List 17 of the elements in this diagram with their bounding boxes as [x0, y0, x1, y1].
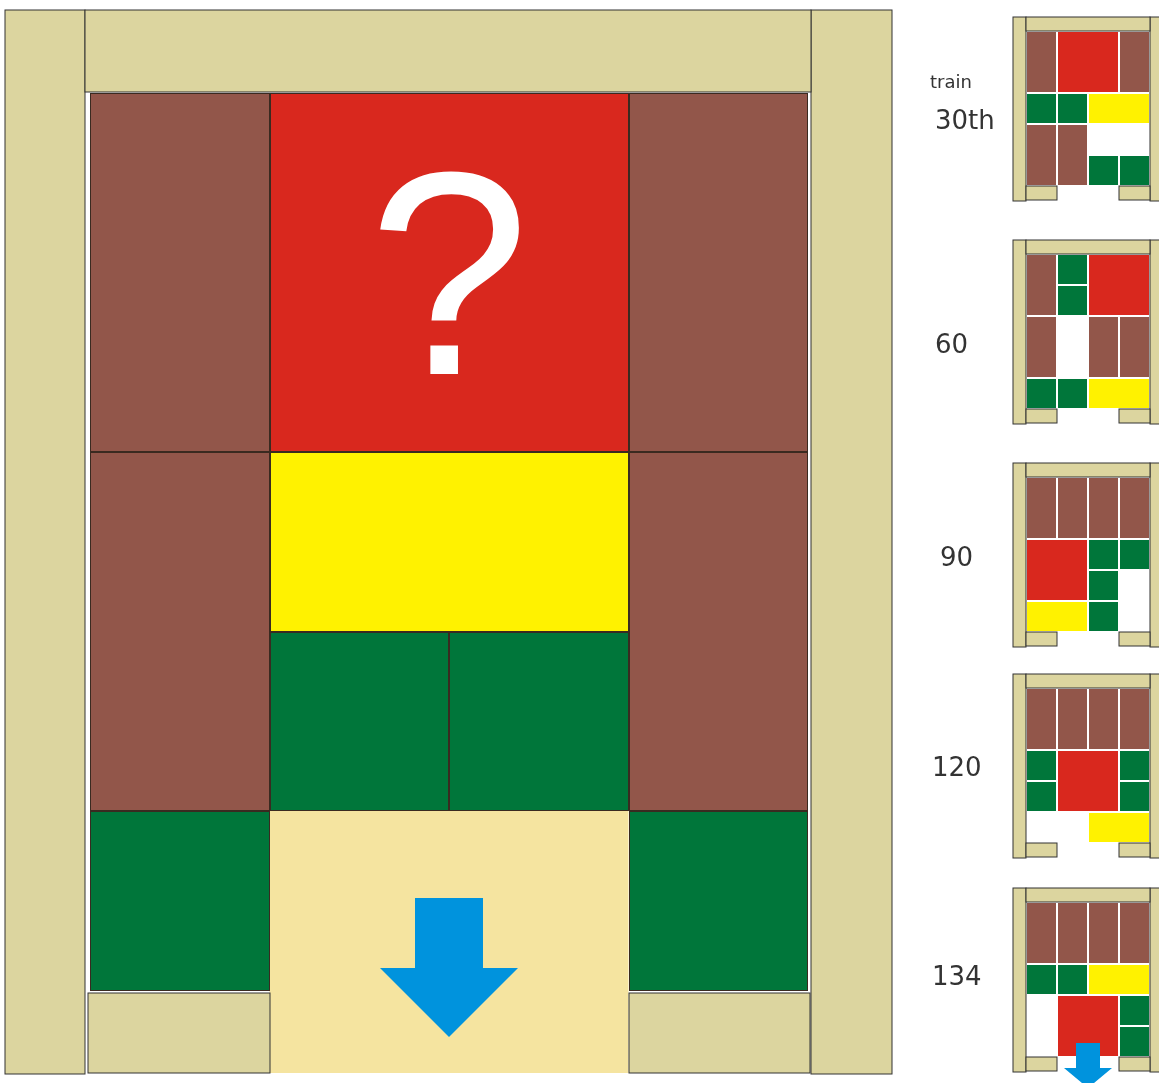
step-number: 60 [935, 331, 969, 357]
puzzle-block [628, 811, 808, 991]
puzzle-block [90, 93, 270, 452]
puzzle-block [90, 452, 270, 811]
puzzle-block [269, 631, 449, 811]
question-mark: ? [368, 127, 530, 418]
step-number: 134 [932, 963, 982, 989]
puzzle-block [628, 93, 808, 452]
puzzle-block [269, 93, 629, 452]
step-number: 90 [940, 544, 974, 570]
puzzle-block [628, 452, 808, 811]
caption-text: train [930, 73, 972, 91]
step-number: 30th [935, 107, 995, 133]
puzzle-block [449, 631, 629, 811]
puzzle-block [269, 452, 629, 632]
step-number: 120 [932, 754, 982, 780]
puzzle-block [90, 811, 270, 991]
